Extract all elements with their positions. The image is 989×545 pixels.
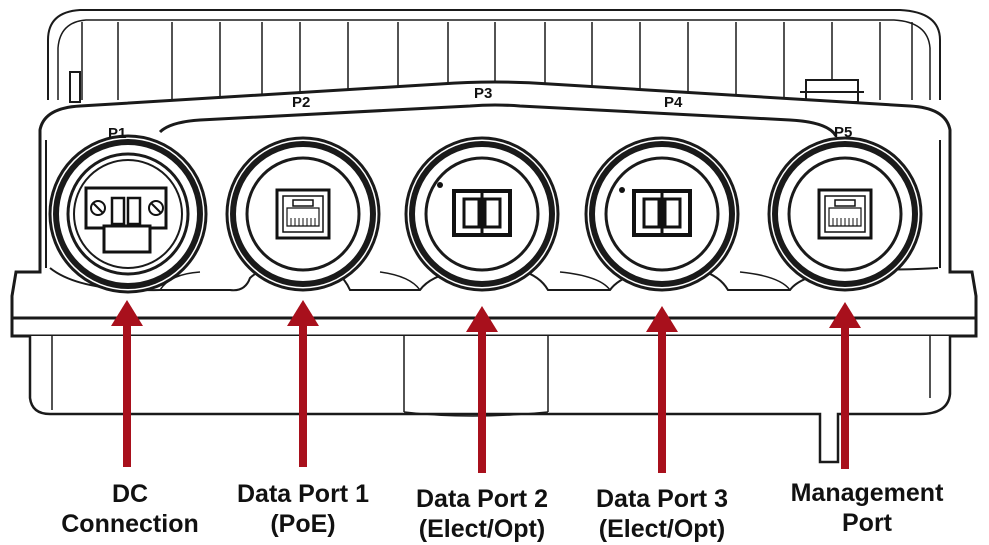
callout-management-port: Management Port xyxy=(767,478,967,538)
port-label-p4: P4 xyxy=(664,94,683,111)
callout-data-port-2: Data Port 2 (Elect/Opt) xyxy=(377,484,587,544)
callout-line: (PoE) xyxy=(270,510,336,538)
port-label-p3: P3 xyxy=(474,85,492,102)
callout-line: Port xyxy=(842,509,892,537)
rj45-jack-icon xyxy=(817,188,873,240)
port-p3-housing xyxy=(404,136,560,292)
arrow-data-port-2 xyxy=(466,306,498,473)
callout-line: Connection xyxy=(61,510,199,538)
arrow-management-port xyxy=(829,302,861,469)
top-fins xyxy=(47,9,941,103)
callout-line: Management xyxy=(790,479,944,507)
sfp-duplex-cage-icon xyxy=(452,189,512,237)
callout-line: DC xyxy=(111,480,149,508)
arrow-dc-connection xyxy=(111,300,143,467)
callout-data-port-3: Data Port 3 (Elect/Opt) xyxy=(557,484,767,544)
rj45-jack-icon xyxy=(275,188,331,240)
port-label-p1: P1 xyxy=(108,125,126,142)
port-label-p5: P5 xyxy=(834,124,852,141)
callout-line: (Elect/Opt) xyxy=(418,515,546,543)
sfp-duplex-cage-icon xyxy=(632,189,692,237)
callout-line: Data Port 2 xyxy=(416,485,548,513)
callout-dc-connection: DC Connection xyxy=(55,479,205,539)
arrow-data-port-3 xyxy=(646,306,678,473)
callout-data-port-1: Data Port 1 (PoE) xyxy=(198,479,408,539)
callout-line: (Elect/Opt) xyxy=(598,515,726,543)
callout-line: Data Port 1 xyxy=(237,480,369,508)
arrow-data-port-1 xyxy=(287,300,319,467)
port-label-p2: P2 xyxy=(292,94,310,111)
dc-terminal-block-icon xyxy=(84,186,168,254)
callout-line: Data Port 3 xyxy=(596,485,728,513)
